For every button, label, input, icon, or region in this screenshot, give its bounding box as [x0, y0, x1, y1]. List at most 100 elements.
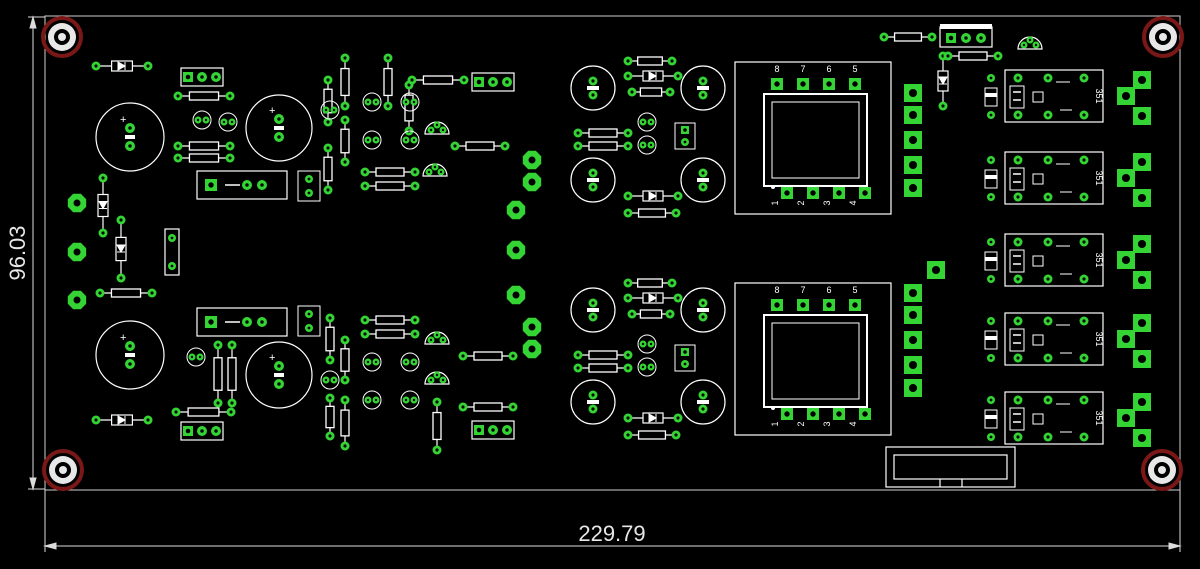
pad-drill	[326, 146, 330, 150]
pad-drill	[930, 35, 934, 39]
pad-drill	[453, 144, 457, 148]
relay-diode-band	[985, 93, 997, 97]
square-pad-drill	[683, 128, 687, 132]
transformer-pin-label: 7	[800, 64, 805, 74]
square-pad-drill	[1137, 275, 1147, 285]
header-outline	[180, 421, 224, 441]
pad-drill	[228, 156, 232, 160]
pad-drill	[204, 118, 208, 122]
terminal-drill	[512, 291, 520, 299]
transformer-pin-label: 6	[826, 64, 831, 74]
pad-drill	[190, 355, 194, 359]
pad-drill	[989, 435, 993, 439]
square-pad-drill	[1137, 111, 1147, 121]
pad-drill	[435, 373, 439, 377]
square-pad-drill	[800, 302, 806, 308]
resistor-body	[639, 87, 663, 97]
small-cap-outline	[320, 100, 340, 120]
pad-drill	[435, 400, 439, 404]
pad-drill	[412, 360, 416, 364]
resistor-body	[340, 409, 350, 437]
pad-drill	[1046, 113, 1050, 117]
pad-drill	[94, 418, 98, 422]
pad-drill	[433, 165, 437, 169]
pad-drill	[626, 131, 630, 135]
pad-drill	[626, 74, 630, 78]
terminal-drill	[512, 246, 520, 254]
square-pad-drill	[862, 411, 868, 417]
electrolytic-cap-outline	[680, 65, 726, 111]
pad-drill	[441, 338, 445, 342]
pad-drill	[229, 410, 233, 414]
pad-drill	[1016, 113, 1020, 117]
square-pad-drill	[908, 110, 918, 120]
square-pad-drill	[1137, 318, 1147, 328]
pad-drill	[222, 120, 226, 124]
electrolytic-cap-outline	[570, 379, 616, 425]
relay-coil-mark	[1013, 255, 1021, 265]
idc-header	[885, 446, 1016, 488]
small-part-outline	[674, 344, 696, 372]
pad-drill	[435, 123, 439, 127]
pad-drill	[683, 362, 687, 366]
pad-drill	[343, 160, 347, 164]
regulator-outline	[196, 170, 288, 200]
board-outline	[44, 15, 1181, 491]
square-pad-drill	[908, 160, 918, 170]
square-pad-drill	[810, 411, 816, 417]
pad-drill	[404, 138, 408, 142]
square-pad-drill	[1121, 91, 1131, 101]
transformer-pin-label: 7	[800, 285, 805, 295]
pad-drill	[626, 144, 630, 148]
pad-drill	[307, 177, 311, 181]
pad-drill	[591, 185, 595, 189]
pad-drill	[989, 113, 993, 117]
electrolytic-cap-plate	[125, 353, 135, 357]
pad-drill	[228, 94, 232, 98]
relay-coil	[1009, 407, 1025, 431]
pad-drill	[576, 131, 580, 135]
pad-drill	[670, 281, 674, 285]
electrolytic-cap-outline	[245, 341, 313, 409]
pad-drill	[412, 138, 416, 142]
pad-drill	[150, 291, 154, 295]
regulator-outline	[196, 307, 288, 337]
square-pad-drill	[476, 427, 482, 433]
pad-drill	[441, 378, 445, 382]
pad-drill	[674, 211, 678, 215]
small-cap-outline	[362, 92, 382, 112]
square-pad-drill	[800, 81, 806, 87]
pad-drill	[701, 171, 705, 175]
pad-drill	[363, 184, 367, 188]
transformer-pin-label: 6	[826, 285, 831, 295]
pad-drill	[576, 144, 580, 148]
transformer-core-inner	[771, 101, 860, 179]
pad-drill	[386, 104, 390, 108]
resistor-body	[323, 156, 333, 182]
pad-drill	[989, 319, 993, 323]
square-pad-drill	[1121, 413, 1131, 423]
square-pad-drill	[852, 302, 858, 308]
small-cap-outline	[637, 135, 657, 155]
square-pad-drill	[836, 411, 842, 417]
pad-drill	[626, 59, 630, 63]
small-part-outline	[297, 170, 321, 202]
pad-drill	[435, 448, 439, 452]
pad-drill	[491, 428, 495, 432]
square-pad-drill	[476, 79, 482, 85]
small-cap-outline	[637, 357, 657, 377]
pad-drill	[174, 410, 178, 414]
square-pad-drill	[836, 190, 842, 196]
square-pad-drill	[1137, 239, 1147, 249]
pad-drill	[989, 195, 993, 199]
transformer-pin-label: 8	[774, 285, 779, 295]
small-cap-outline	[192, 110, 212, 130]
square-pad-drill	[1121, 255, 1131, 265]
square-pad-drill	[774, 81, 780, 87]
pad-drill	[101, 176, 105, 180]
square-pad-drill	[908, 335, 918, 345]
pad-drill	[128, 126, 132, 130]
square-pad-drill	[826, 81, 832, 87]
relay-coil-mark	[1013, 413, 1021, 423]
